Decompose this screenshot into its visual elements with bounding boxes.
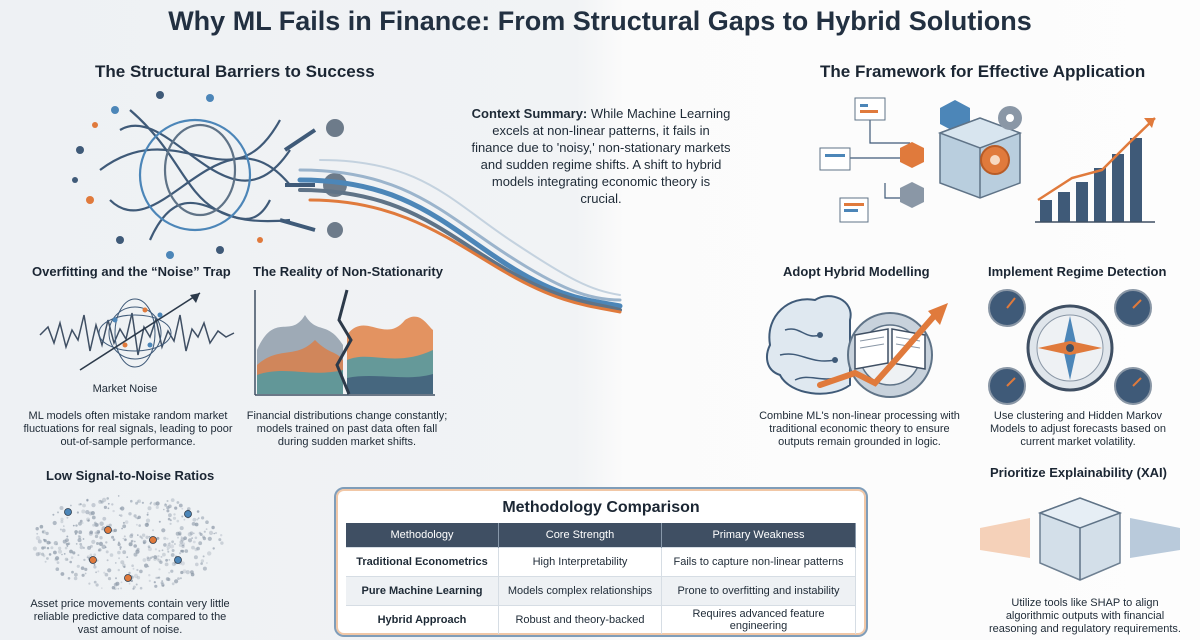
table-cell: Robust and theory-backed [498,605,662,634]
table-cell: Hybrid Approach [346,605,499,634]
xai-title: Prioritize Explainability (XAI) [990,465,1167,480]
column-header: Primary Weakness [661,523,856,548]
table-row: Hybrid Approach Robust and theory-backed… [346,605,856,634]
table-cell: Pure Machine Learning [346,576,499,606]
signal-point [184,510,192,518]
distribution-shift-chart [254,289,435,396]
overfitting-caption: ML models often mistake random market fl… [23,410,233,448]
flow-wave-illustration [297,159,623,314]
page-title: Why ML Fails in Finance: From Structural… [168,6,1032,36]
regime-caption: Use clustering and Hidden Markov Models … [989,410,1167,448]
table-cell: Prone to overfitting and instability [661,576,856,606]
snr-title: Low Signal-to-Noise Ratios [46,468,215,483]
table-header-row: Methodology Core Strength Primary Weakne… [346,523,856,548]
signal-noise-scatter [32,495,224,590]
signal-point [174,556,182,564]
table-cell: Requires advanced feature engineering [661,605,856,634]
signal-point [124,574,132,582]
barriers-heading: The Structural Barriers to Success [95,62,375,81]
explainability-cube-illustration [980,497,1180,581]
table-cell: Fails to capture non-linear patterns [661,547,856,577]
regime-compass-illustration [988,289,1152,405]
table-cell: Traditional Econometrics [346,547,499,577]
xai-caption: Utilize tools like SHAP to align algorit… [988,597,1181,635]
market-noise-label: Market Noise [92,383,158,395]
context-summary: Context Summary: While Machine Learning … [470,105,732,207]
regime-title: Implement Regime Detection [988,264,1167,279]
table-row: Traditional Econometrics High Interpreta… [346,547,856,577]
context-summary-label: Context Summary: [471,106,588,121]
column-header: Core Strength [498,523,662,548]
hybrid-brain-book-illustration [766,295,948,398]
signal-point [149,536,157,544]
signal-point [64,508,72,516]
nonstationarity-title: The Reality of Non-Stationarity [253,264,443,279]
table-cell: High Interpretability [498,547,662,577]
overfitting-title: Overfitting and the “Noise” Trap [32,264,231,279]
comparison-title: Methodology Comparison [502,499,700,516]
hybrid-caption: Combine ML's non-linear processing with … [759,410,960,448]
nonstationarity-caption: Financial distributions change constantl… [246,410,448,448]
signal-point [104,526,112,534]
comparison-table: Methodology Core Strength Primary Weakne… [346,523,856,634]
methodology-comparison-panel: Methodology Comparison Methodology Core … [334,487,868,637]
framework-illustration [819,97,1156,223]
context-summary-text: While Machine Learning excels at non-lin… [471,106,731,206]
table-row: Pure Machine Learning Models complex rel… [346,576,856,606]
hybrid-title: Adopt Hybrid Modelling [783,264,930,279]
table-cell: Models complex relationships [498,576,662,606]
column-header: Methodology [346,523,499,548]
framework-heading: The Framework for Effective Application [820,62,1146,81]
signal-point [89,556,97,564]
market-noise-illustration [39,292,235,371]
tangled-network-illustration [72,91,347,259]
snr-caption: Asset price movements contain very littl… [30,598,230,636]
